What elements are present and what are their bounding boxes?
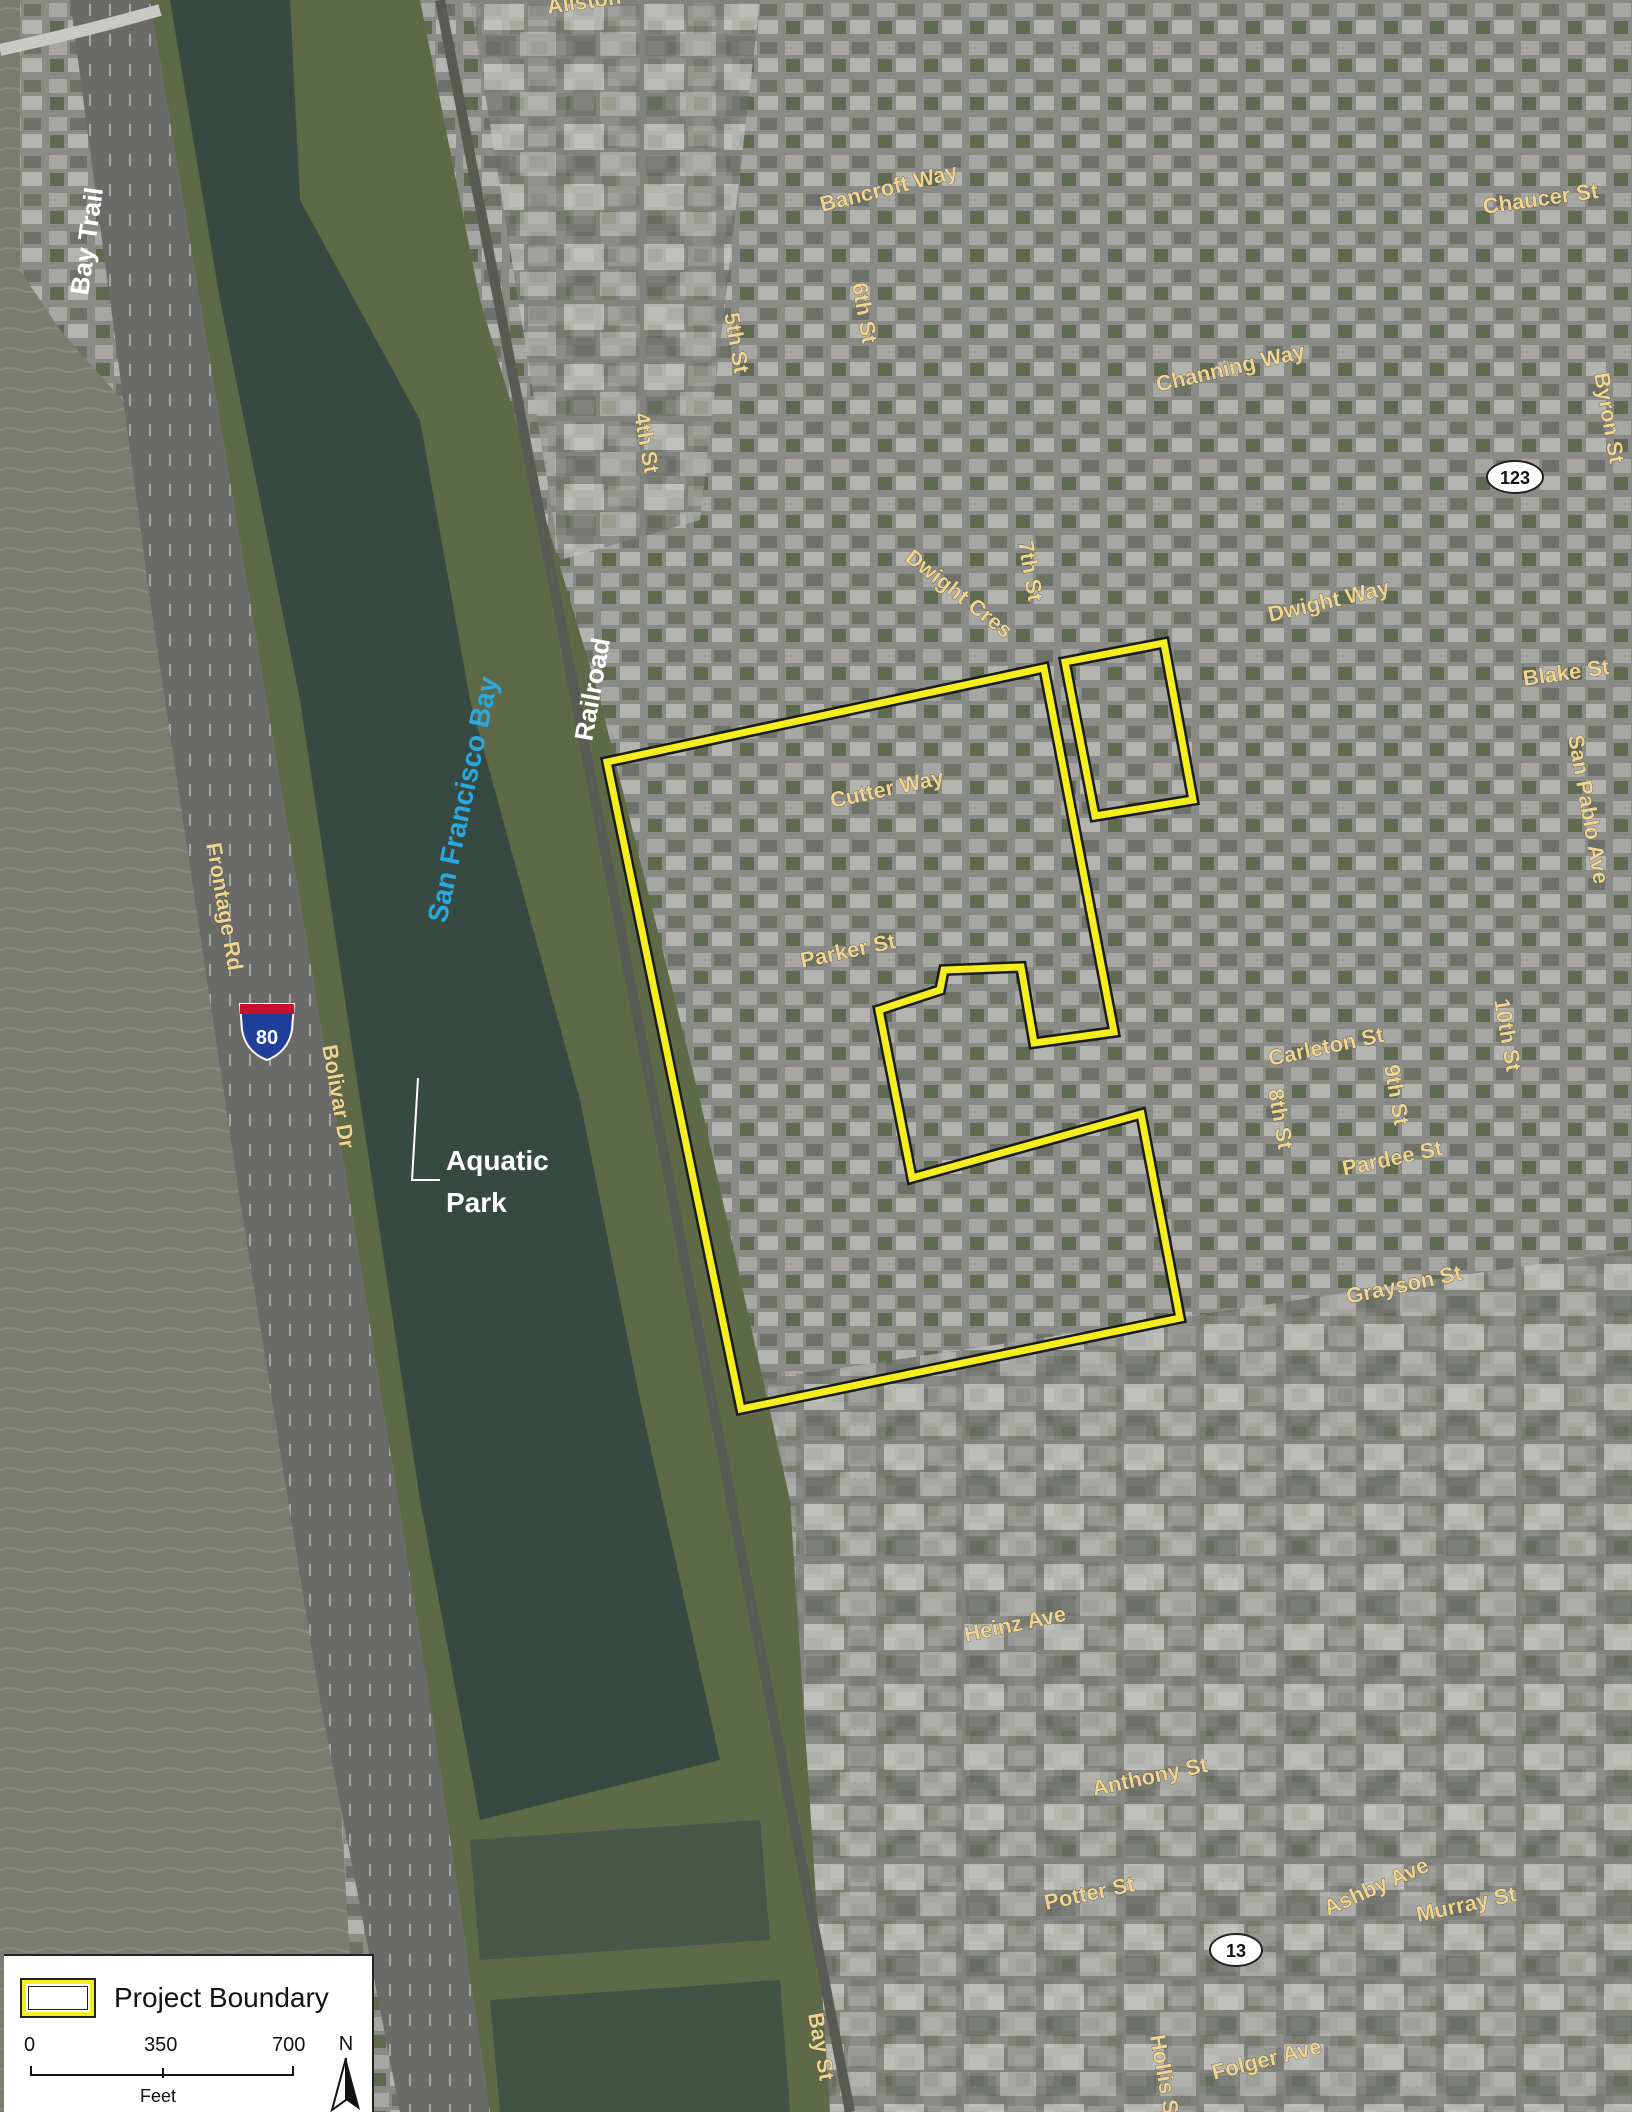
route-123-number: 123	[1500, 468, 1530, 488]
interstate-80-freeway	[70, 0, 490, 2112]
legend-boundary-label: Project Boundary	[114, 1982, 329, 2013]
industrial-area-north	[470, 0, 760, 560]
interstate-80-shield-icon: 80	[238, 1003, 296, 1062]
aquatic-park-lower-pond	[470, 1820, 770, 1960]
industrial-area	[760, 1250, 1632, 2112]
project-boundary-swatch	[20, 1978, 96, 2018]
scale-tick-700: 700	[272, 2034, 306, 2056]
railroad-track	[435, 0, 855, 2112]
route-13-number: 13	[1226, 1941, 1246, 1961]
overpass-ramp	[0, 4, 162, 56]
scale-bar-mid-tick	[162, 2068, 164, 2078]
north-label: N	[339, 2033, 353, 2055]
san-francisco-bay-water	[0, 0, 360, 2112]
interstate-80-number: 80	[256, 1027, 278, 1049]
aquatic-park-leader-line	[410, 1077, 440, 1181]
aquatic-park-south-pond	[490, 1980, 790, 2112]
route-13-shield-icon: 13	[1209, 1933, 1263, 1967]
label-aquatic-park-line2: Park	[446, 1187, 507, 1218]
project-boundary-main-line[interactable]	[602, 663, 1185, 1414]
scale-tick-350: 350	[144, 2034, 178, 2056]
map-legend: Project Boundary 0 350 700 Feet N	[4, 1954, 374, 2112]
route-123-shield-icon: 123	[1486, 460, 1544, 494]
aquatic-park-lagoon	[170, 0, 720, 1820]
project-boundary-parcel-line[interactable]	[1060, 638, 1198, 821]
scale-units: Feet	[140, 2086, 177, 2106]
north-arrow-icon: N	[330, 2033, 360, 2112]
scale-tick-0: 0	[24, 2034, 36, 2056]
label-aquatic-park-line1: Aquatic	[446, 1145, 549, 1176]
